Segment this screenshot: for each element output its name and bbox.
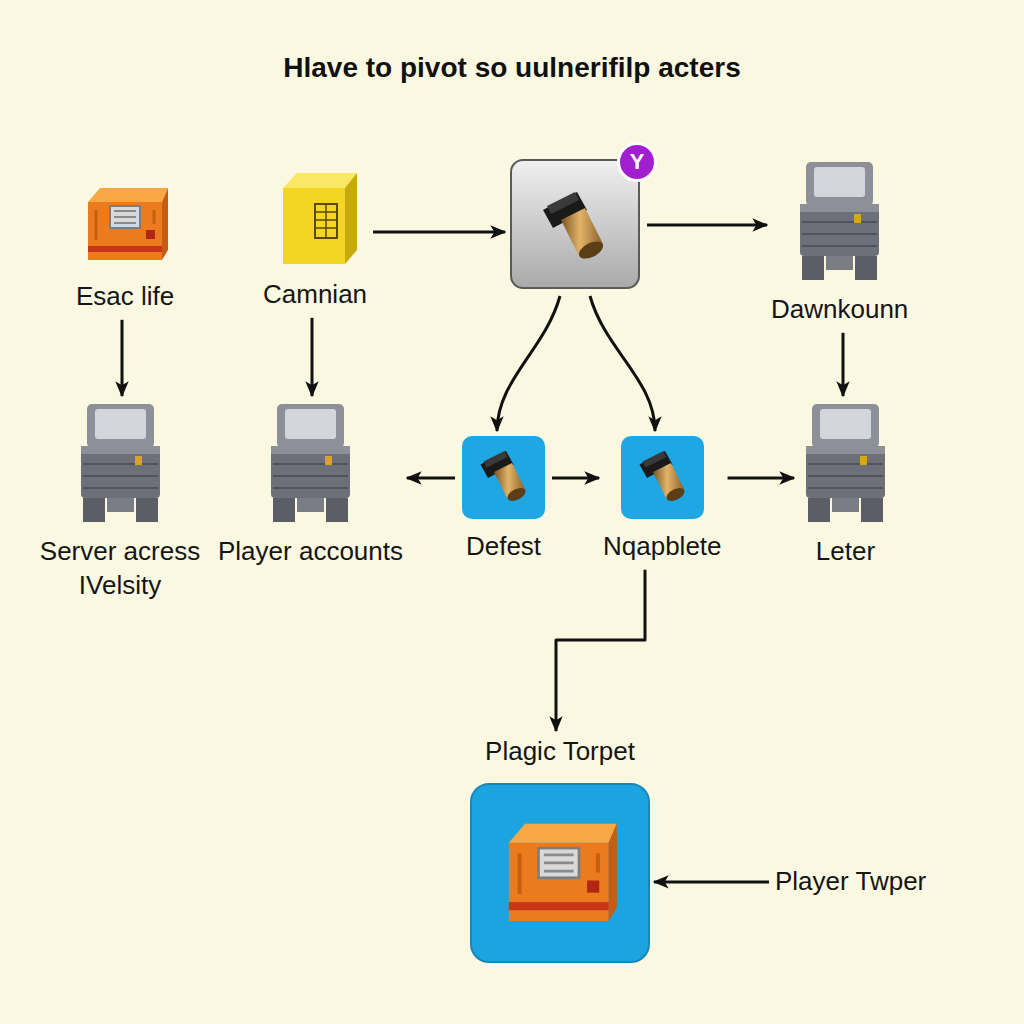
- block-node: Camnian: [263, 168, 367, 312]
- tower-picture: [792, 158, 887, 283]
- flow-arrow: [556, 570, 645, 731]
- diagram-title: Hlave to pivot so uulnerifilp acters: [0, 52, 1024, 84]
- yellow-icon: [273, 168, 358, 268]
- blue-icon: [620, 435, 705, 520]
- target-node: Plagic Torpet: [470, 735, 650, 963]
- node-label: Player Twper: [775, 865, 926, 899]
- flow-arrow: [647, 224, 767, 227]
- node-label: Defest: [466, 530, 541, 564]
- bigblue-icon: [470, 783, 650, 963]
- flow-arrow: [552, 477, 599, 480]
- flow-arrow: [654, 880, 769, 883]
- node-label: Server acress IVelsity: [19, 535, 221, 603]
- tower-icon: [798, 400, 893, 525]
- bigblue-picture: [470, 783, 650, 963]
- flow-arrow: [373, 231, 505, 234]
- yellow-picture: [273, 168, 358, 268]
- block-node: Esac life: [76, 180, 174, 314]
- flow-arrow: [728, 477, 794, 480]
- tower-picture: [73, 400, 168, 525]
- tower-node: Dawnkounn: [771, 158, 908, 327]
- blue-picture: [461, 435, 546, 520]
- cannon-node: Defest: [461, 435, 546, 564]
- orange-picture: [80, 180, 170, 270]
- blue-icon: [461, 435, 546, 520]
- node-label: Dawnkounn: [771, 293, 908, 327]
- tower-node: Server acress IVelsity: [15, 400, 225, 603]
- tower-icon: [263, 400, 358, 525]
- tower-node: Leter: [798, 400, 893, 569]
- greybox-picture: [509, 158, 641, 290]
- flow-arrow: [311, 318, 314, 396]
- flow-arrow: [121, 320, 124, 396]
- flow-arrow: [842, 333, 845, 396]
- node-label: Leter: [816, 535, 875, 569]
- tower-icon: [73, 400, 168, 525]
- tower-node: Player accounts: [218, 400, 403, 569]
- tower-picture: [263, 400, 358, 525]
- greybox-icon: Y: [509, 158, 641, 290]
- cannon-hub: Y: [509, 158, 641, 290]
- tower-icon: [792, 158, 887, 283]
- badge-letter: Y: [617, 142, 657, 182]
- orange-icon: [80, 180, 170, 270]
- node-label: Plagic Torpet: [485, 735, 635, 769]
- text-node: Player Twper: [775, 865, 926, 899]
- flow-arrow: [407, 477, 455, 480]
- blue-picture: [620, 435, 705, 520]
- node-label: Nqapblete: [603, 530, 722, 564]
- node-label: Esac life: [76, 280, 174, 314]
- flow-arrow: [590, 296, 655, 431]
- tower-picture: [798, 400, 893, 525]
- node-label: Player accounts: [218, 535, 403, 569]
- flow-arrow: [497, 296, 560, 431]
- cannon-node: Nqapblete: [603, 435, 722, 564]
- node-label: Camnian: [263, 278, 367, 312]
